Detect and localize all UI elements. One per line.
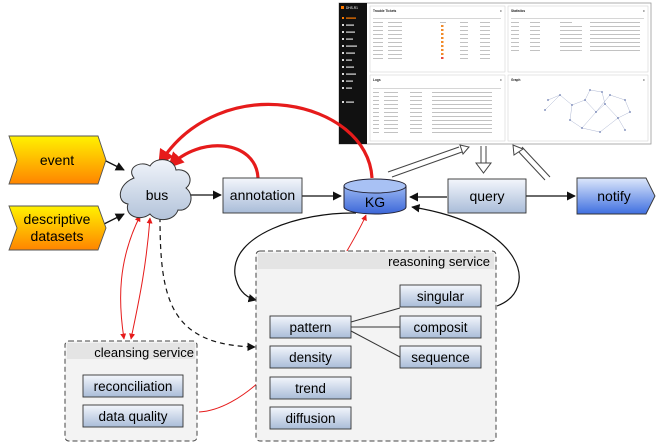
svg-text:≡: ≡: [500, 9, 502, 13]
input-datasets-line2: datasets: [31, 228, 84, 244]
bus-cloud: bus: [119, 159, 192, 220]
dashboard-screenshot: DHS-R1 Trouble Tickets ≡: [338, 2, 652, 145]
annotation-box: annotation: [222, 177, 303, 214]
notify-label: notify: [597, 188, 630, 204]
arrow-bus-to-reasoning: [159, 216, 256, 352]
input-event: event: [8, 135, 107, 185]
module-pattern-label: pattern: [289, 320, 331, 335]
panel-title-statistics: Statistics: [511, 9, 525, 13]
arrow-kg-to-reasoning: [234, 212, 357, 303]
module-reconciliation-label: reconciliation: [94, 379, 173, 394]
cleansing-service-title: cleansing service: [94, 345, 194, 360]
dashboard-links: [387, 144, 551, 181]
input-event-label: event: [40, 152, 74, 168]
module-sequence: sequence: [399, 345, 482, 369]
module-trend-label: trend: [295, 381, 326, 396]
module-composit: composit: [399, 315, 482, 339]
module-composit-label: composit: [413, 320, 467, 335]
panel-trouble-tickets: Trouble Tickets ≡: [369, 5, 506, 73]
module-density-label: density: [289, 350, 332, 365]
bus-label: bus: [146, 187, 169, 203]
module-pattern: pattern: [269, 315, 352, 339]
panel-statistics: Statistics ≡: [507, 5, 649, 73]
module-data-quality-label: data quality: [98, 409, 167, 424]
kg-label: KG: [365, 194, 385, 210]
module-singular-label: singular: [417, 289, 465, 304]
module-sequence-label: sequence: [411, 350, 470, 365]
arrow-datasets-to-bus: [103, 213, 125, 225]
reasoning-service: reasoning service pattern density trend …: [255, 250, 497, 442]
arrow-bus-cleansing-b: [129, 217, 153, 340]
reasoning-service-title: reasoning service: [388, 254, 490, 269]
panel-title-graph: Graph: [511, 78, 520, 82]
arrow-reasoning-to-kg: [411, 204, 520, 307]
module-diffusion: diffusion: [269, 406, 352, 430]
kg-database: KG: [343, 178, 407, 215]
module-singular: singular: [399, 284, 482, 308]
svg-text:≡: ≡: [643, 78, 645, 82]
input-datasets: descriptive datasets: [8, 205, 107, 251]
input-datasets-line1: descriptive: [24, 211, 91, 227]
arrow-bus-cleansing-a: [120, 215, 141, 340]
svg-text:≡: ≡: [643, 9, 645, 13]
panel-logs: Logs ≡: [369, 74, 506, 142]
query-box: query: [447, 178, 527, 214]
arrow-kg-to-bus-red: [158, 102, 374, 179]
panel-graph: Graph ≡: [507, 74, 649, 142]
query-label: query: [469, 188, 504, 204]
module-density: density: [269, 345, 352, 369]
module-reconciliation: reconciliation: [82, 374, 184, 398]
module-diffusion-label: diffusion: [285, 411, 335, 426]
cleansing-service: cleansing service reconciliation data qu…: [64, 340, 198, 442]
module-data-quality: data quality: [82, 404, 184, 428]
arrow-event-to-bus: [103, 159, 125, 171]
dashboard-logo: DHS-R1: [346, 6, 358, 10]
arrow-annotation-to-bus-red: [167, 144, 260, 179]
panel-title-tickets: Trouble Tickets: [373, 9, 397, 13]
notify-box: notify: [576, 177, 656, 215]
svg-text:≡: ≡: [500, 78, 502, 82]
dashboard-sidebar-items: [342, 17, 357, 103]
module-trend: trend: [269, 376, 352, 400]
ticket-status-markers: [441, 25, 444, 59]
annotation-label: annotation: [230, 187, 295, 203]
panel-title-logs: Logs: [373, 78, 381, 82]
